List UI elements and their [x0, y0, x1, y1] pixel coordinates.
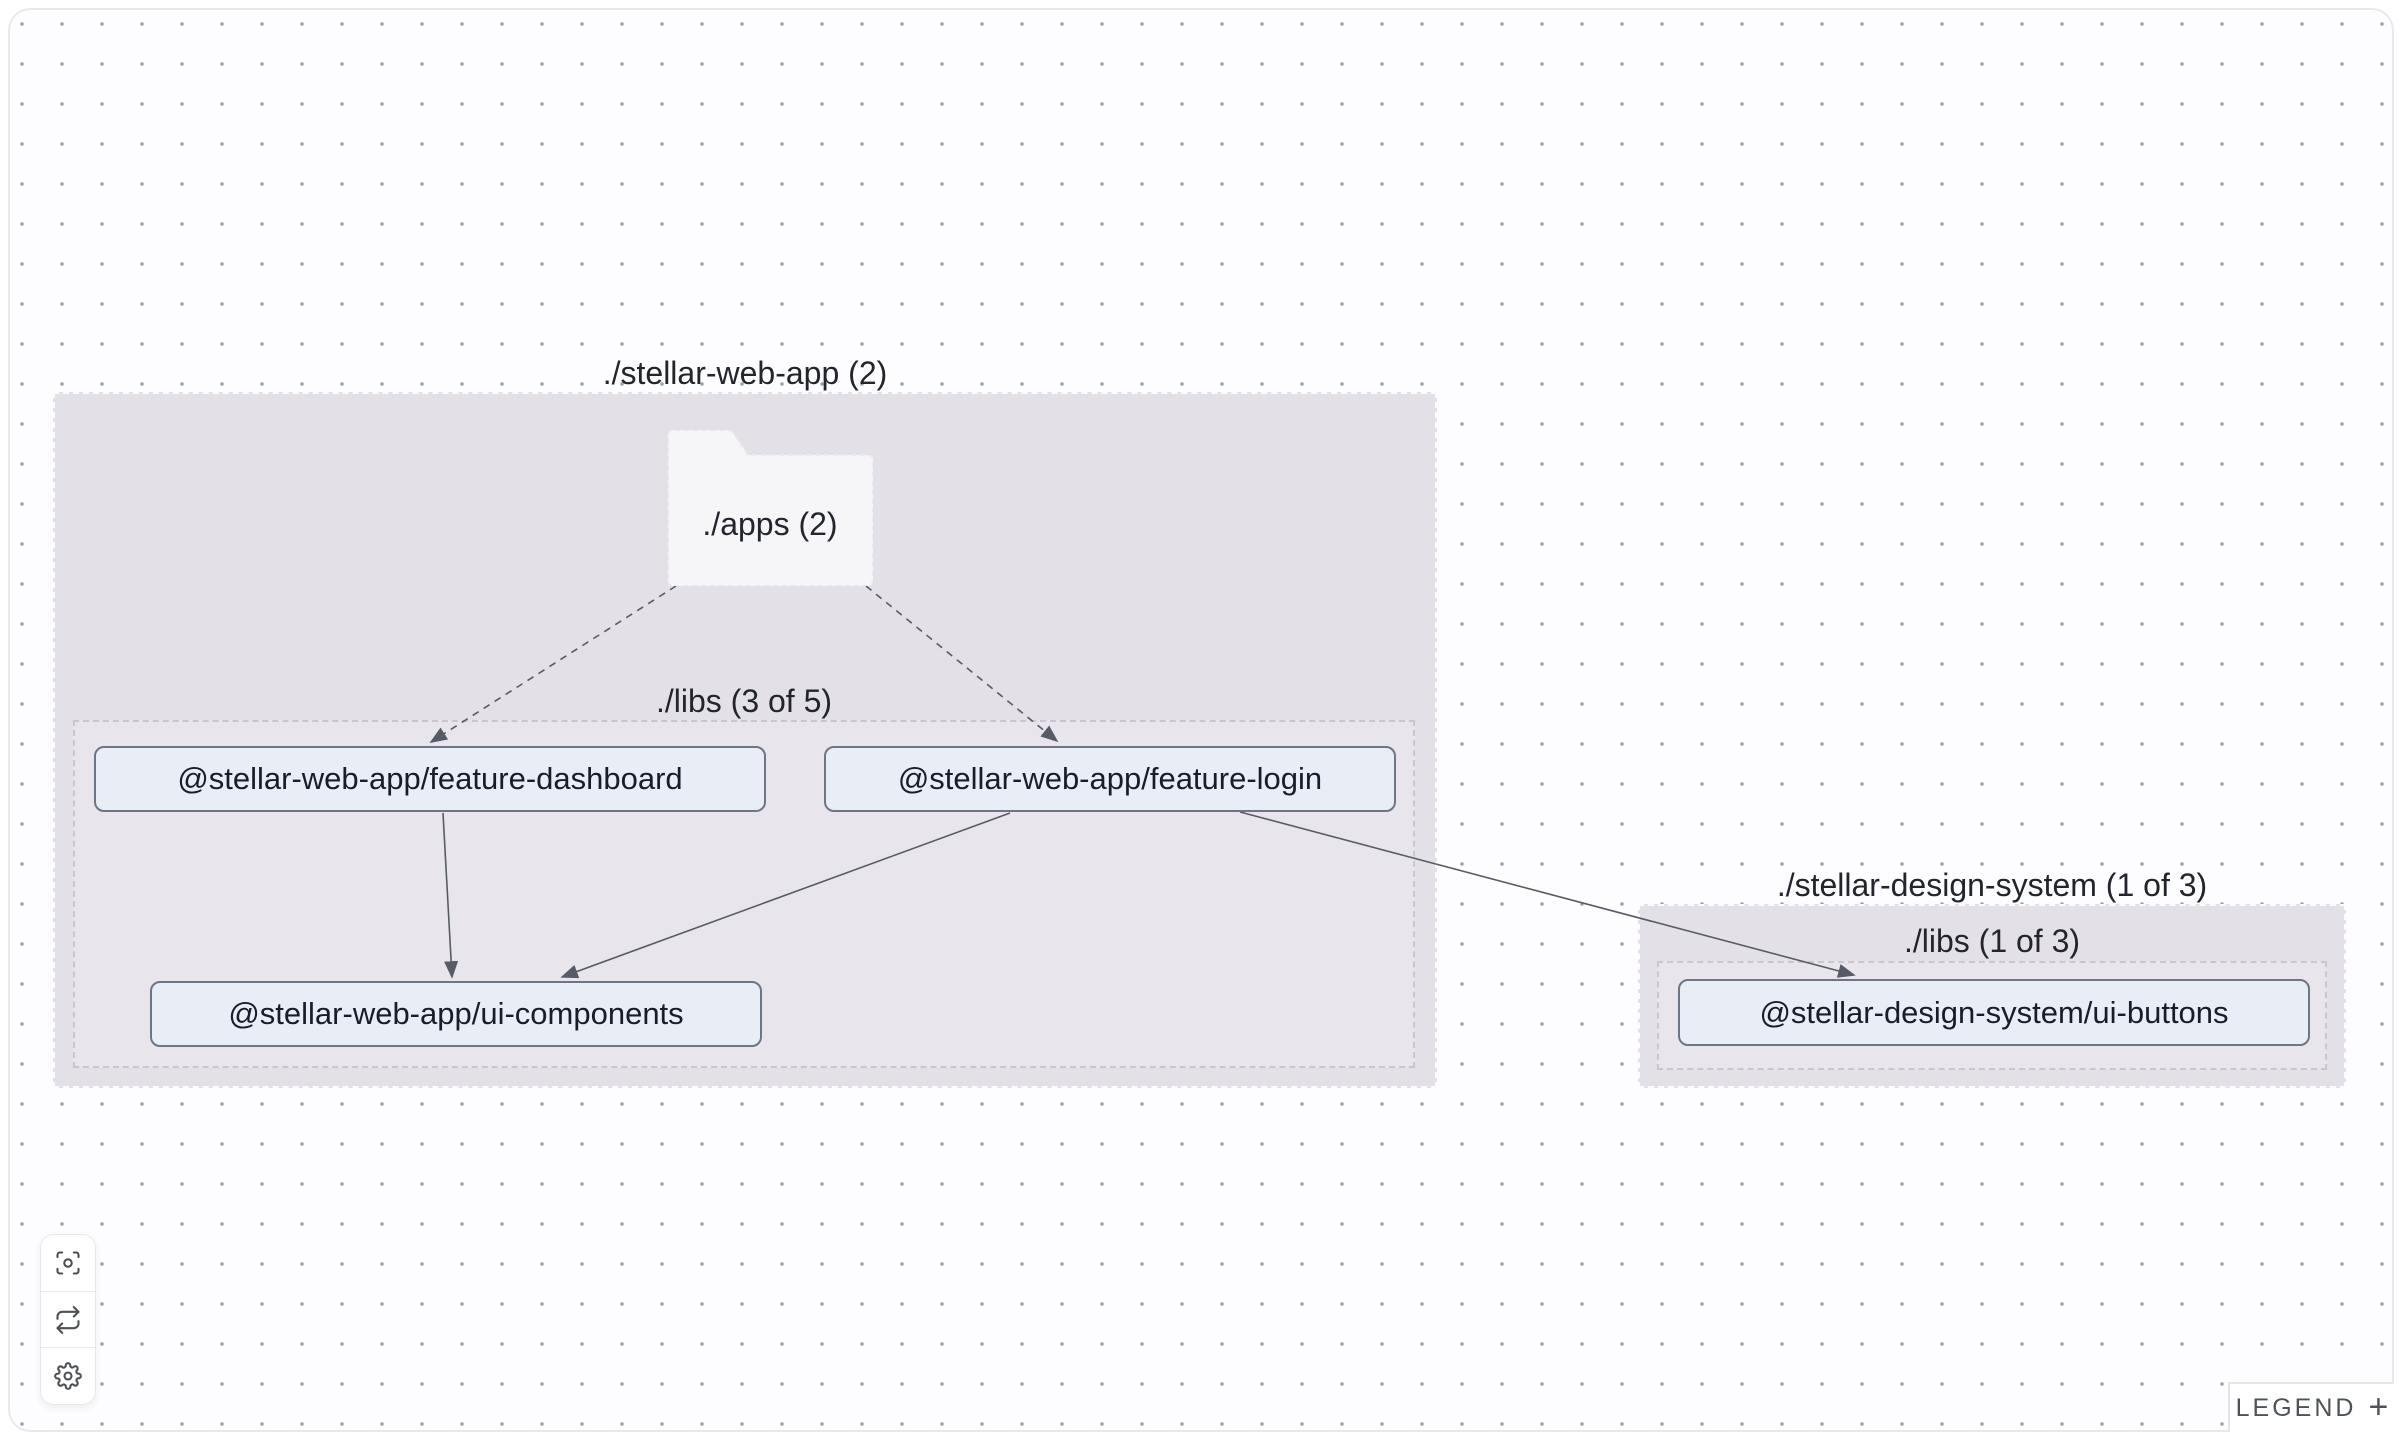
folder-node-apps[interactable] — [668, 430, 873, 586]
folder-shape — [668, 430, 873, 586]
focus-crosshair-icon — [56, 1251, 80, 1275]
node-feature-dashboard[interactable]: @stellar-web-app/feature-dashboard — [94, 746, 766, 812]
legend-button-label: LEGEND — [2235, 1393, 2357, 1422]
graph-toolbar — [40, 1234, 96, 1405]
gear-icon — [54, 1362, 82, 1391]
subgroup-stellar-web-app-libs-label: ./libs (3 of 5) — [655, 683, 833, 719]
settings-button[interactable] — [41, 1348, 95, 1404]
group-stellar-design-system-label: ./stellar-design-system (1 of 3) — [1776, 867, 2208, 903]
refresh-layout-button[interactable] — [41, 1291, 95, 1349]
graph-canvas[interactable]: ./stellar-web-app (2) ./stellar-design-s… — [8, 8, 2394, 1432]
node-ui-components[interactable]: @stellar-web-app/ui-components — [150, 981, 762, 1047]
folder-node-apps-label[interactable]: ./apps (2) — [702, 506, 838, 542]
plus-icon: + — [2368, 1388, 2389, 1426]
node-feature-login[interactable]: @stellar-web-app/feature-login — [824, 746, 1396, 812]
node-ui-components-label: @stellar-web-app/ui-components — [228, 996, 684, 1031]
legend-button[interactable]: LEGEND + — [2228, 1382, 2394, 1432]
node-feature-dashboard-label: @stellar-web-app/feature-dashboard — [177, 761, 683, 796]
refresh-repeat-icon — [56, 1305, 80, 1334]
group-stellar-web-app-label: ./stellar-web-app (2) — [602, 355, 888, 391]
node-ui-buttons-label: @stellar-design-system/ui-buttons — [1759, 994, 2229, 1030]
node-feature-login-label: @stellar-web-app/feature-login — [897, 761, 1323, 796]
subgroup-stellar-design-system-libs-label: ./libs (1 of 3) — [1903, 923, 2081, 959]
center-graph-button[interactable] — [41, 1235, 95, 1292]
node-ui-buttons[interactable]: @stellar-design-system/ui-buttons — [1678, 979, 2310, 1046]
